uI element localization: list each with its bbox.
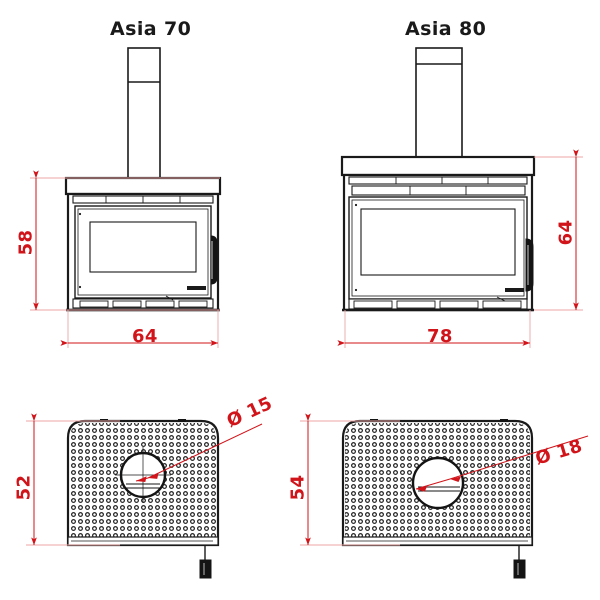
door-handle-right: [525, 238, 534, 292]
dimension-label-right-width: 78: [427, 326, 453, 347]
flue-hole-left: [115, 447, 171, 503]
front-view-asia-80: [340, 47, 536, 312]
flue-pipe-right: [415, 47, 463, 158]
dimension-label-right-height: 64: [555, 219, 577, 246]
title-asia-80: Asia 80: [405, 18, 487, 40]
dimension-label-left-width: 64: [132, 326, 158, 347]
brand-plate-right: [505, 288, 524, 292]
dimension-right-height: [534, 149, 583, 311]
foot-tab-left: [199, 545, 212, 579]
door-handle-left: [210, 235, 218, 285]
dimension-left-height: [30, 170, 220, 311]
door-glass-right: [360, 208, 516, 276]
dimension-right-width: [337, 310, 531, 348]
leader-topleft-flue: [135, 423, 263, 482]
secondary-vent-right: [351, 185, 526, 196]
dimension-label-topleft-depth: 52: [13, 474, 35, 501]
dimension-topright-depth: [300, 413, 400, 546]
leader-topright-flue: [415, 435, 589, 492]
title-asia-70: Asia 70: [110, 18, 192, 40]
dimension-label-topright-depth: 54: [287, 474, 309, 501]
dimension-topleft-depth: [26, 413, 120, 546]
top-plate-right: [340, 155, 536, 177]
dimension-left-width: [60, 310, 219, 348]
upper-vent-right: [348, 176, 528, 185]
bottom-vent-row-left: [72, 295, 214, 309]
flue-pipe-left: [127, 47, 161, 179]
brand-plate-left: [187, 286, 206, 290]
dimension-label-left-height: 58: [15, 229, 37, 256]
bottom-vent-row-right: [348, 296, 528, 310]
door-glass-left: [89, 221, 197, 273]
front-view-asia-70: [64, 47, 222, 312]
top-view-asia-80: [341, 419, 534, 579]
top-view-asia-70: [66, 419, 220, 579]
top-plate-left: [64, 176, 222, 196]
foot-tab-right: [513, 545, 526, 579]
